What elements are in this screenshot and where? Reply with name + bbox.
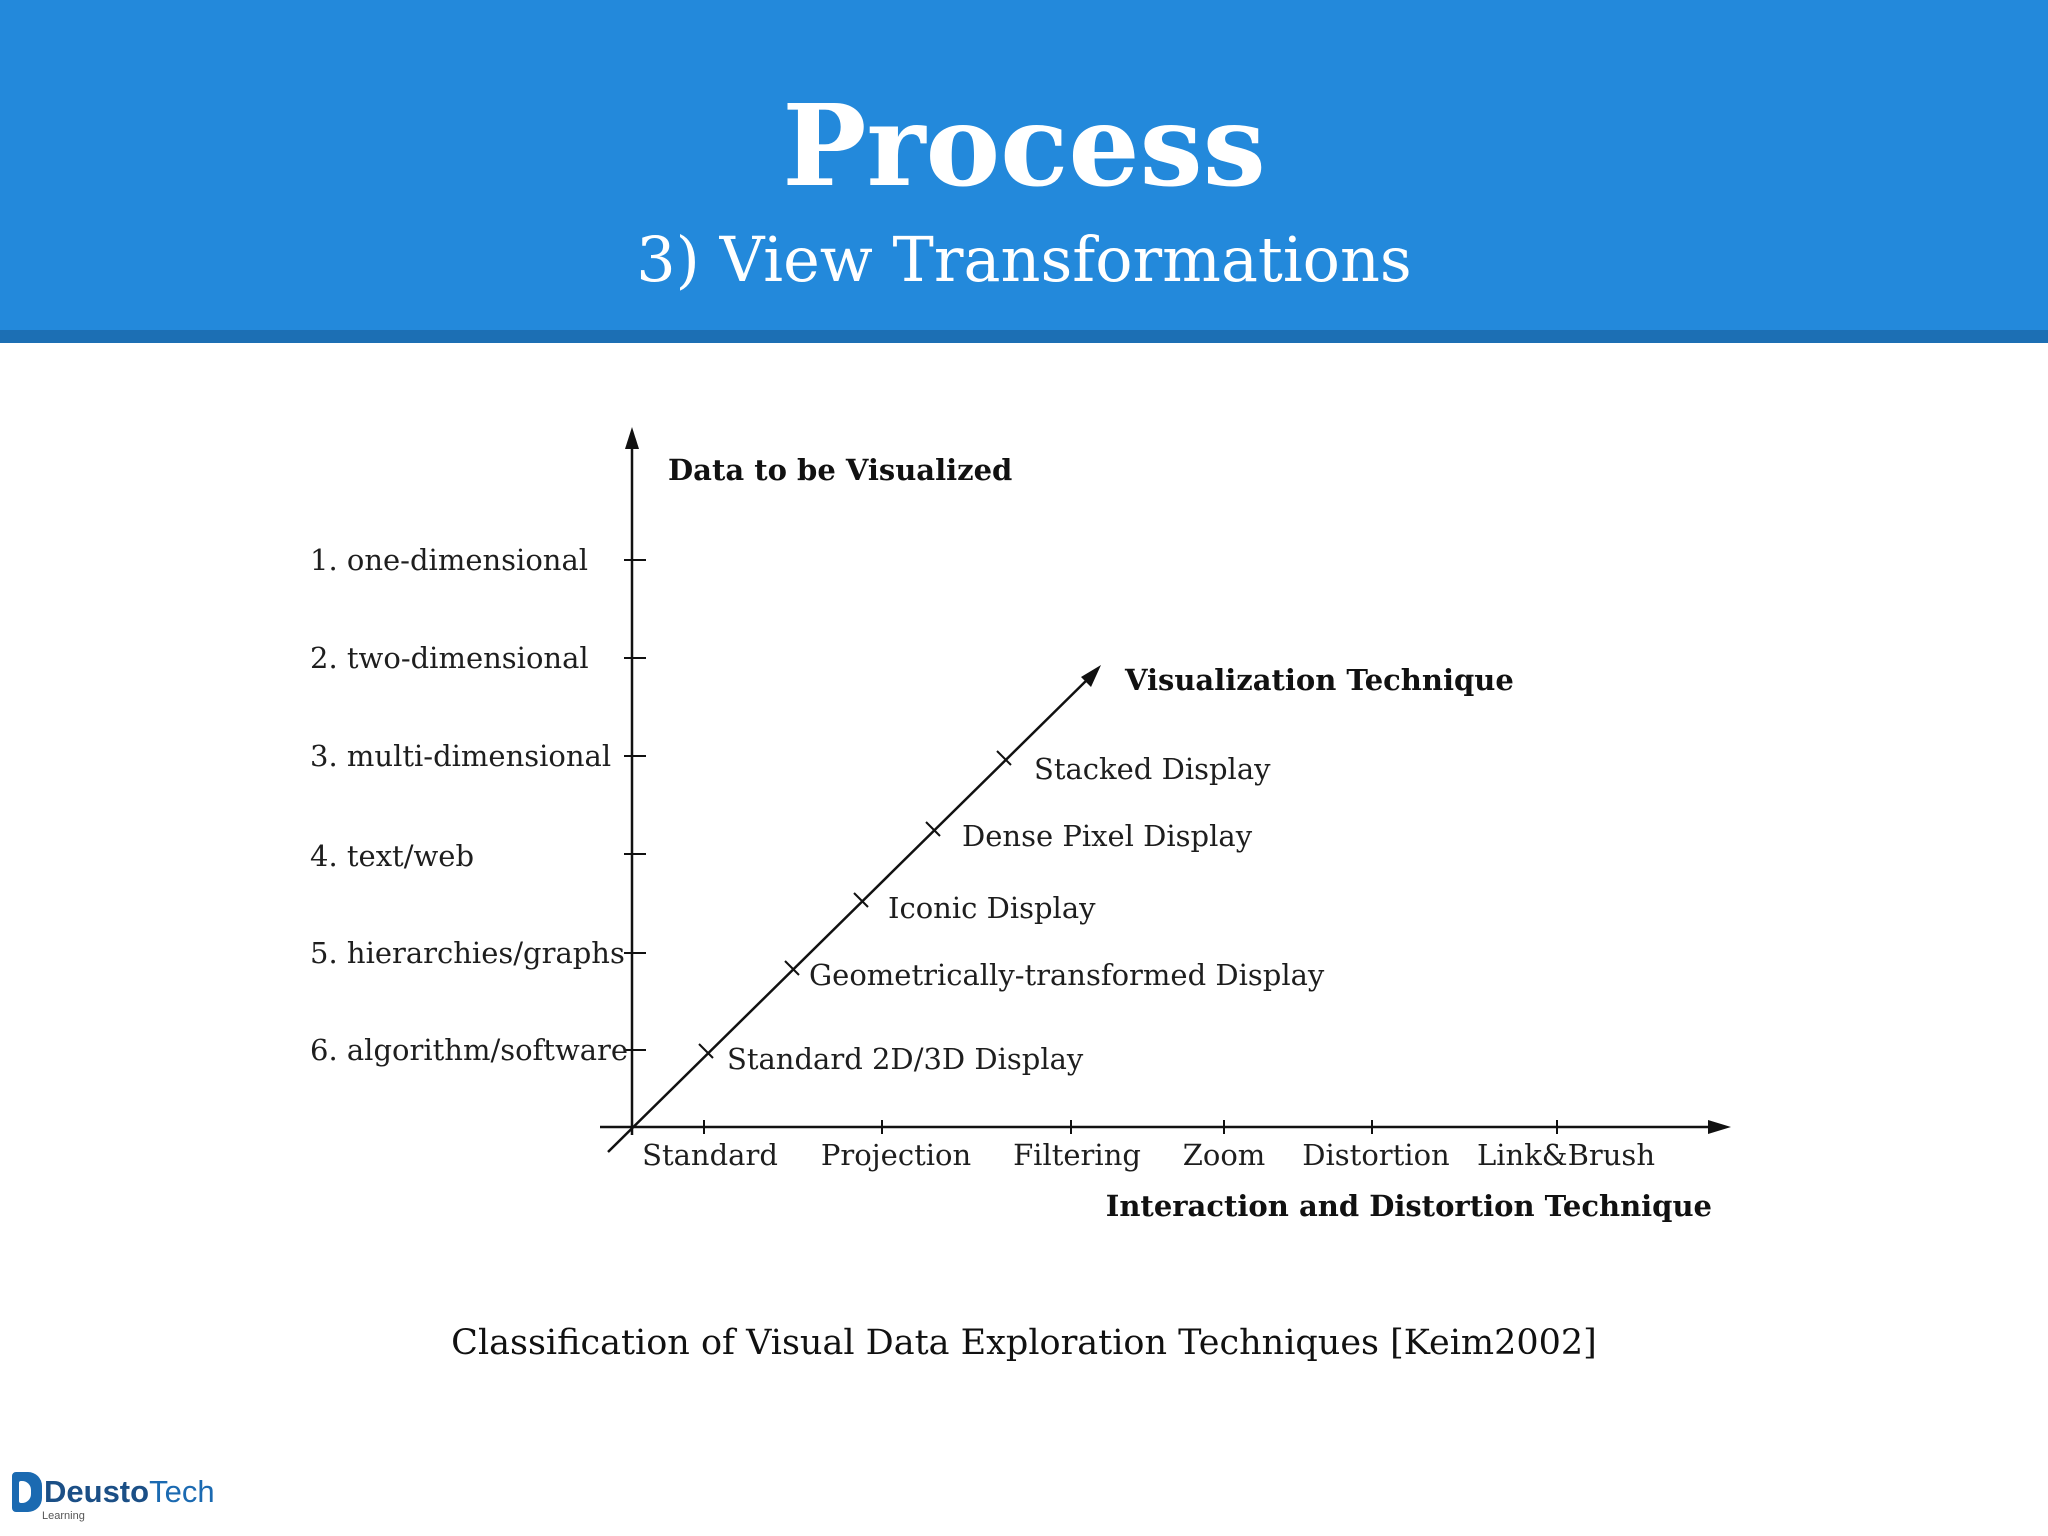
diagonal-axis-arrowhead	[1081, 665, 1101, 687]
diagonal-category-label: Dense Pixel Display	[962, 819, 1253, 853]
logo-wordmark: DeustoTech	[44, 1470, 215, 1514]
x-category-label: Filtering	[1013, 1138, 1141, 1172]
y-category-label: 4. text/web	[310, 839, 474, 873]
diagonal-category-label: Iconic Display	[888, 891, 1096, 925]
y-axis-title: Data to be Visualized	[668, 453, 1012, 487]
header-divider	[0, 330, 2048, 343]
slide-header	[0, 0, 2048, 330]
y-category-label: 3. multi-dimensional	[310, 739, 611, 773]
figure-caption: Classification of Visual Data Exploratio…	[451, 1323, 1597, 1363]
diagonal-tick	[698, 1043, 714, 1059]
deustotech-logo: DeustoTech Learning	[12, 1470, 215, 1526]
diagonal-tick	[784, 960, 800, 976]
x-axis-title: Interaction and Distortion Technique	[1106, 1189, 1712, 1223]
diagonal-category-label: Stacked Display	[1034, 752, 1271, 786]
y-axis-arrowhead	[625, 427, 639, 449]
y-category-label: 5. hierarchies/graphs	[310, 936, 625, 970]
classification-diagram: Data to be Visualized Visualization Tech…	[310, 427, 1731, 1223]
logo-subtitle: Learning	[42, 1510, 85, 1522]
x-category-label: Distortion	[1302, 1138, 1449, 1172]
logo-mark-icon	[12, 1472, 42, 1512]
x-category-label: Zoom	[1183, 1138, 1266, 1172]
y-category-label: 1. one-dimensional	[310, 543, 588, 577]
x-category-label: Projection	[821, 1138, 971, 1172]
diagonal-tick	[853, 892, 869, 908]
slide-title: Process	[782, 81, 1266, 212]
diagonal-category-label: Standard 2D/3D Display	[727, 1042, 1084, 1076]
x-axis-arrowhead	[1708, 1120, 1731, 1134]
y-category-label: 2. two-dimensional	[310, 641, 589, 675]
diagonal-tick	[996, 750, 1012, 766]
x-category-label: Link&Brush	[1477, 1138, 1655, 1172]
y-category-label: 6. algorithm/software	[310, 1033, 628, 1067]
slide-subtitle: 3) View Transformations	[636, 223, 1412, 296]
logo-name-bold: Deusto	[44, 1474, 150, 1509]
diagonal-tick	[925, 821, 941, 837]
diagonal-category-label: Geometrically-transformed Display	[809, 958, 1325, 992]
x-category-label: Standard	[642, 1138, 778, 1172]
diagonal-axis-line	[607, 672, 1095, 1153]
logo-name-light: Tech	[149, 1474, 215, 1509]
diagonal-axis-title: Visualization Technique	[1124, 663, 1514, 697]
